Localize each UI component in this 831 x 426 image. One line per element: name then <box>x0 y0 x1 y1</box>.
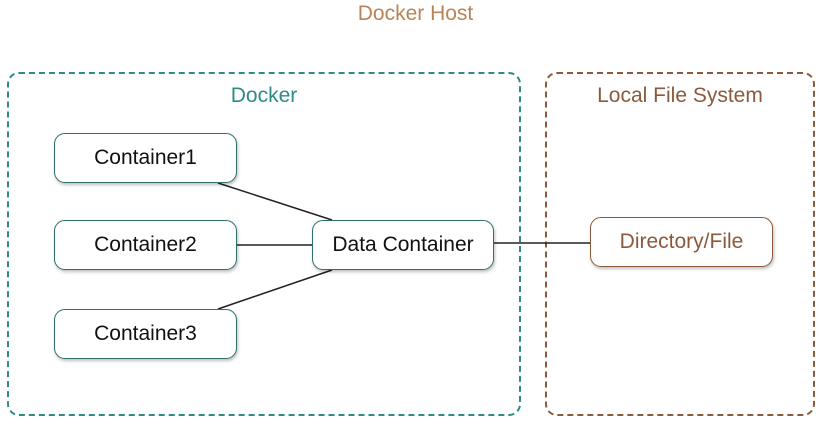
data-container-node: Data Container <box>312 220 494 270</box>
local-file-system-group-boundary <box>545 72 815 416</box>
container1-node: Container1 <box>54 133 237 183</box>
container2-node: Container2 <box>54 220 237 270</box>
diagram-title: Docker Host <box>357 2 474 25</box>
local-file-system-group-label: Local File System <box>597 84 763 107</box>
container3-node: Container3 <box>54 309 237 359</box>
directory-file-node: Directory/File <box>590 217 773 267</box>
link-container3-data-container <box>217 269 333 310</box>
link-container1-data-container <box>217 182 333 221</box>
docker-group-label: Docker <box>230 84 298 107</box>
docker-group-boundary <box>7 72 521 416</box>
